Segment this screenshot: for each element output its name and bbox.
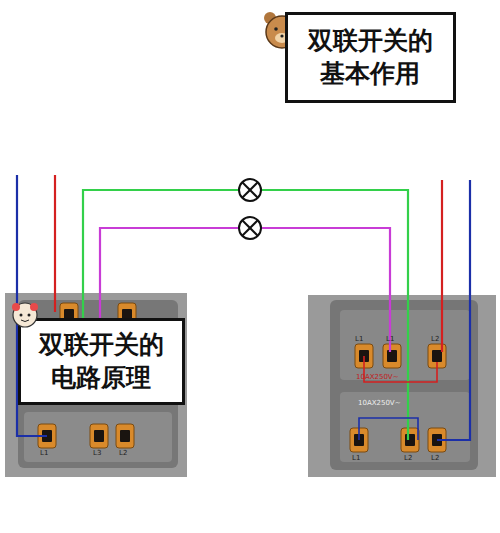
drawing-part bbox=[401, 428, 419, 452]
drawing-part bbox=[359, 418, 418, 440]
terminal-label: L1 bbox=[386, 336, 394, 343]
drawing-part bbox=[340, 392, 470, 462]
drawing-part bbox=[242, 182, 258, 198]
drawing-part bbox=[261, 190, 408, 440]
banner-box: 双联开关的 电路原理 bbox=[18, 318, 185, 405]
terminal-label: L2 bbox=[404, 455, 412, 462]
drawing-part bbox=[239, 217, 261, 239]
drawing-part bbox=[280, 34, 283, 37]
heading-text: 双联开关的 基本作用 bbox=[304, 25, 437, 90]
switch-panel bbox=[308, 295, 496, 477]
lamp-symbol bbox=[239, 179, 261, 239]
drawing-part bbox=[83, 190, 239, 318]
heading-text: 双联开关的 电路原理 bbox=[35, 329, 168, 394]
drawing-part bbox=[242, 220, 258, 236]
terminal-label: L2 bbox=[431, 455, 439, 462]
drawing-part bbox=[274, 27, 278, 31]
drawing-part bbox=[340, 310, 470, 380]
drawing-part bbox=[437, 180, 470, 440]
drawing-part bbox=[242, 220, 258, 236]
terminal-label: L2 bbox=[119, 450, 127, 457]
terminal-label: L3 bbox=[93, 450, 101, 457]
terminal-label: L1 bbox=[40, 450, 48, 457]
title-box: 双联开关的 基本作用 bbox=[285, 12, 456, 103]
drawing-part bbox=[383, 344, 401, 368]
terminal-label: L1 bbox=[352, 455, 360, 462]
drawing-part bbox=[441, 180, 443, 352]
terminal-label: 10AX250V~ bbox=[356, 374, 399, 381]
drawing-part bbox=[54, 175, 56, 312]
switch-panel bbox=[5, 293, 187, 477]
terminal-label: 10AX250V~ bbox=[358, 400, 401, 407]
drawing-part bbox=[100, 228, 239, 318]
wires bbox=[17, 175, 470, 440]
drawing-part bbox=[261, 228, 390, 352]
drawing-part bbox=[330, 300, 478, 470]
face-icon bbox=[10, 300, 40, 330]
terminal-label: L1 bbox=[355, 336, 363, 343]
drawing-part bbox=[90, 424, 108, 448]
drawing-part bbox=[116, 424, 134, 448]
drawing-part bbox=[239, 179, 261, 201]
terminal-label: L2 bbox=[431, 336, 439, 343]
drawing-part bbox=[242, 182, 258, 198]
